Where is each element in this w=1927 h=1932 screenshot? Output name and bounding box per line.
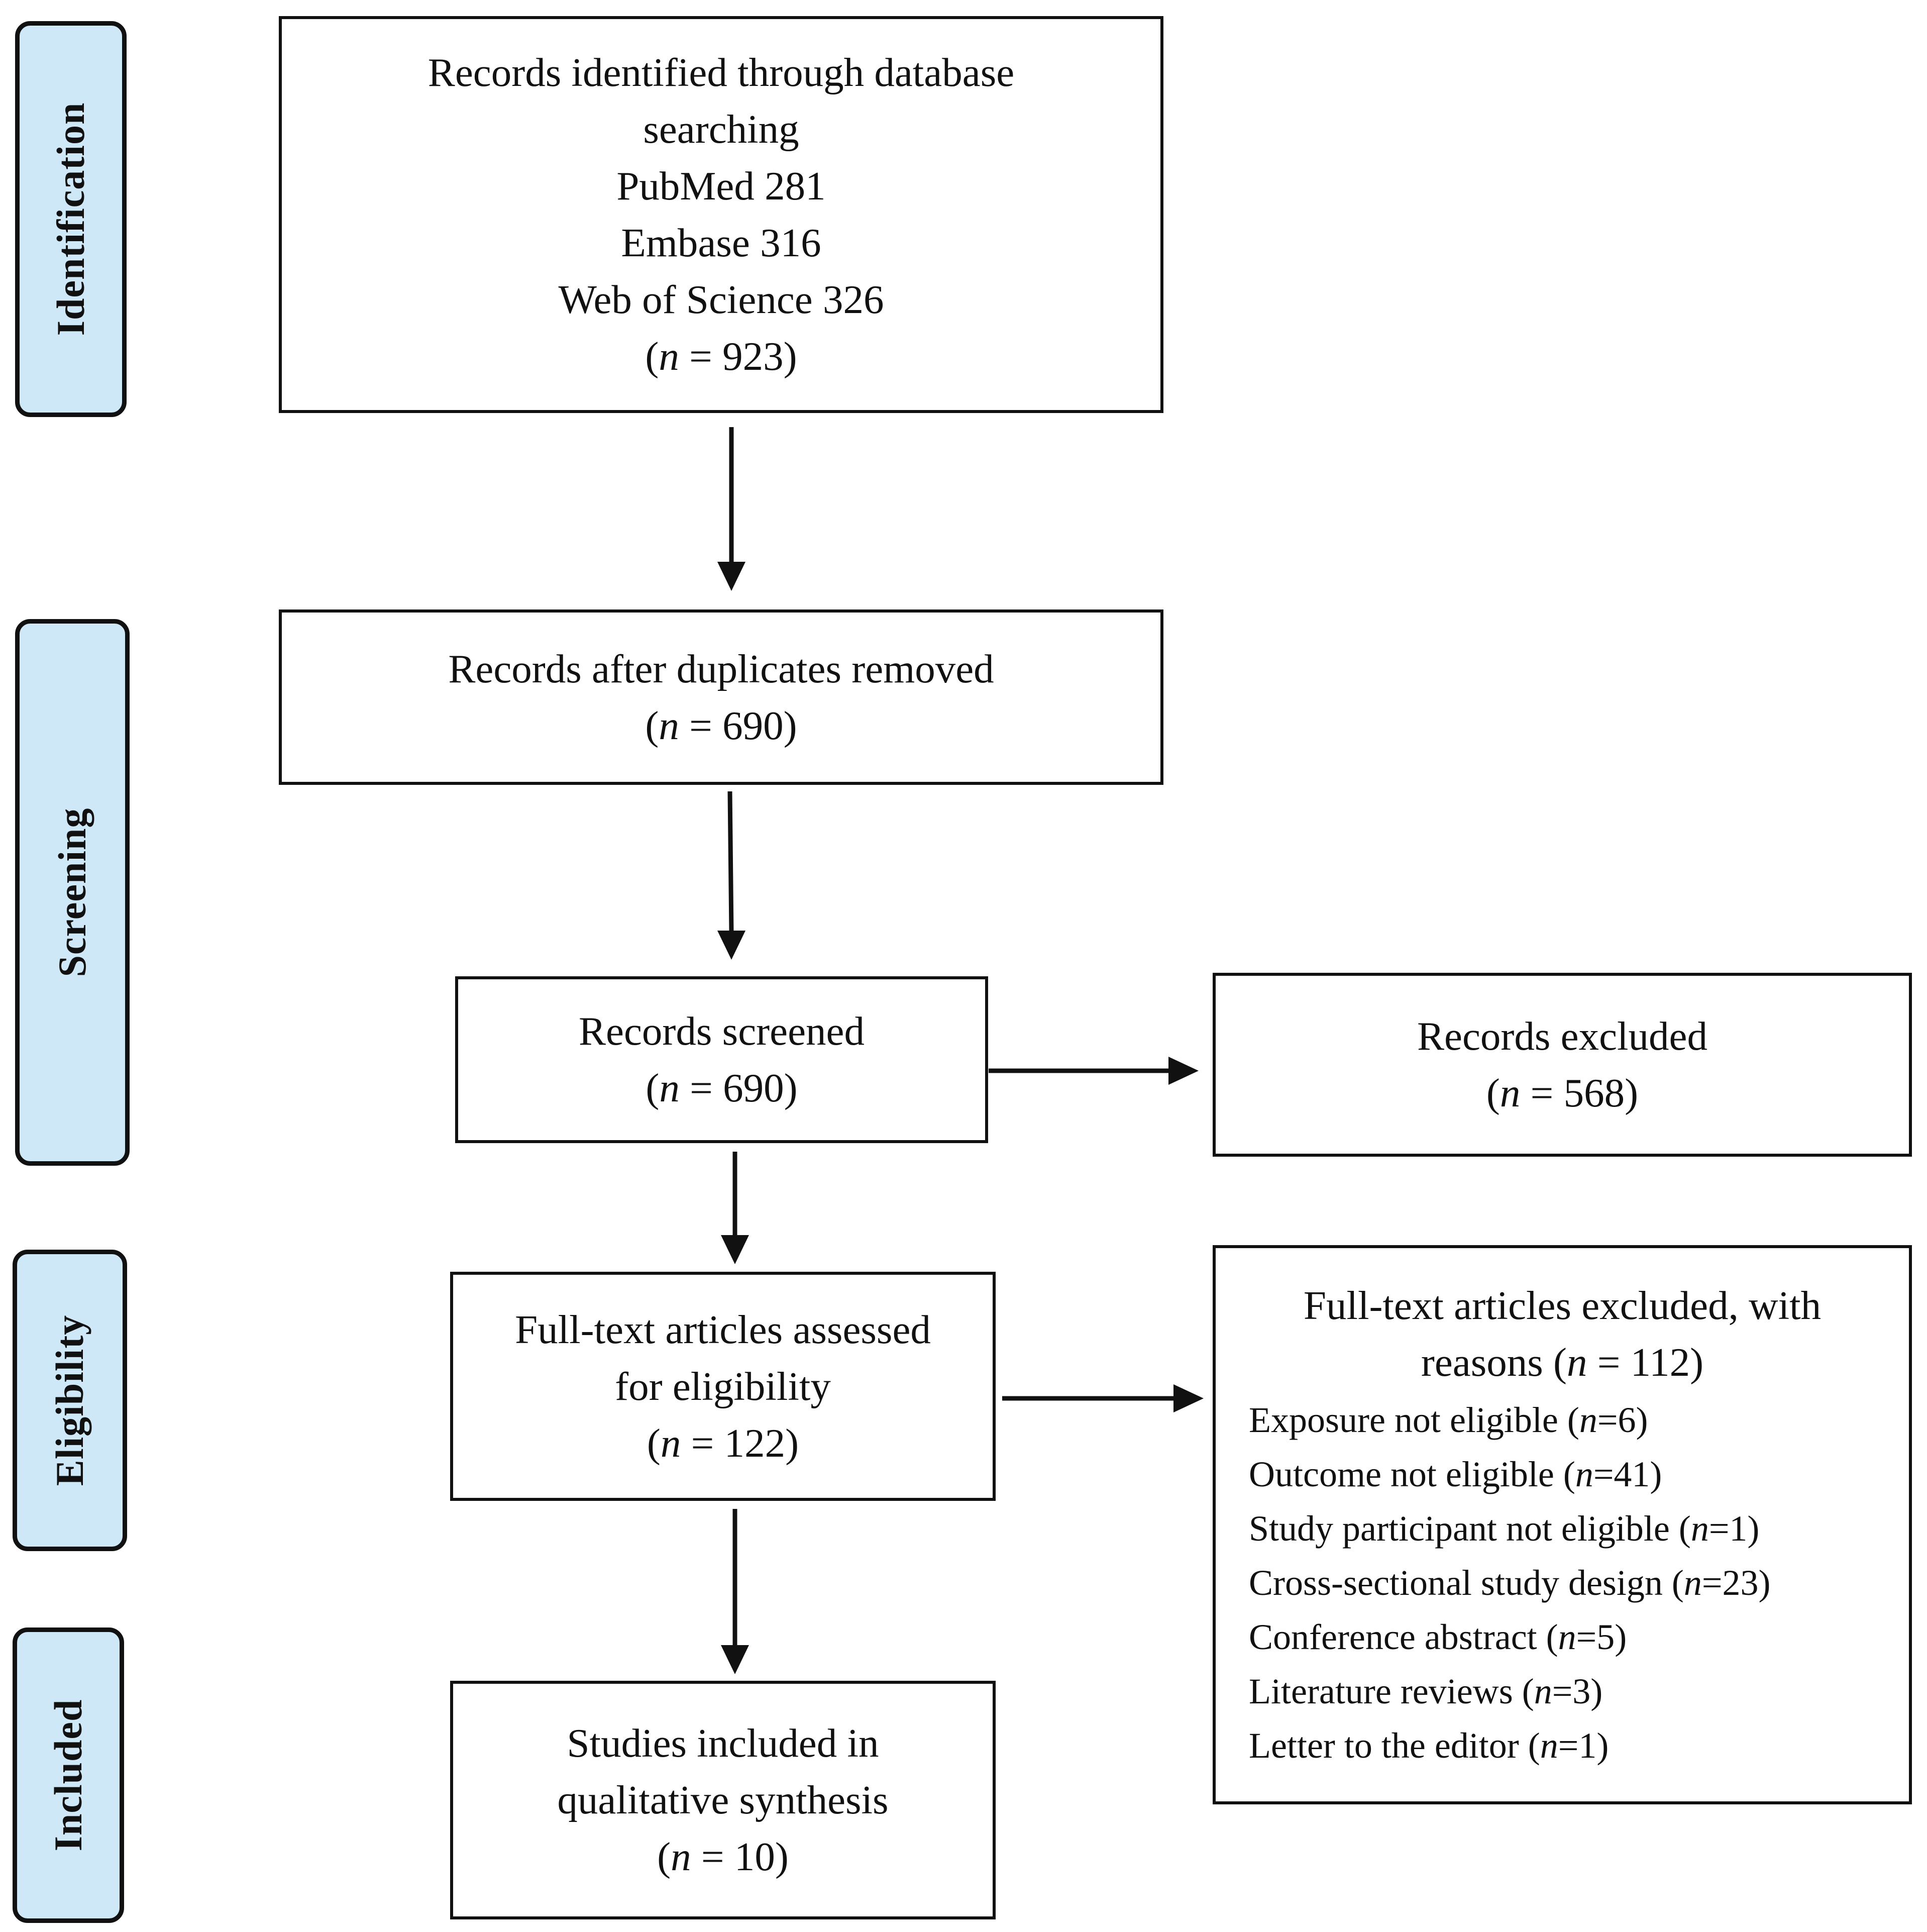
arrowhead-screened-to-excluded	[1168, 1057, 1199, 1085]
identified-embase: Embase 316	[621, 220, 821, 265]
fulltext-assessed-line-2: for eligibility	[615, 1363, 831, 1409]
fulltext-excluded-line-1: Full-text articles excluded, with	[1303, 1282, 1822, 1328]
reason-item: Exposure not eligible (n=6)	[1249, 1399, 1648, 1440]
arrow-duplicates-to-screened	[727, 791, 734, 933]
fulltext-assessed-line-1: Full-text articles assessed	[515, 1306, 931, 1352]
phase-identification: Identification	[15, 21, 127, 417]
phase-included-label: Included	[46, 1699, 90, 1852]
arrowhead-fulltext-to-excluded	[1173, 1384, 1204, 1412]
included-line-2: qualitative synthesis	[557, 1777, 889, 1822]
box-records-screened: Records screened (n = 690)	[455, 976, 988, 1143]
identified-count: (n = 923)	[645, 334, 797, 379]
excluded-count: (n = 568)	[1486, 1070, 1639, 1115]
phase-eligibility-label: Eligibility	[48, 1314, 91, 1486]
screened-label: Records screened	[579, 1008, 865, 1054]
box-fulltext-excluded: Full-text articles excluded, with reason…	[1213, 1245, 1912, 1804]
fulltext-assessed-count: (n = 122)	[647, 1420, 799, 1466]
box-studies-included: Studies included in qualitative synthesi…	[450, 1681, 996, 1919]
reason-item: Cross-sectional study design (n=23)	[1249, 1562, 1771, 1603]
identified-web-of-science: Web of Science 326	[558, 277, 884, 322]
box-after-duplicates: Records after duplicates removed (n = 69…	[279, 609, 1163, 785]
exclusion-reasons-list: Exposure not eligible (n=6) Outcome not …	[1216, 1393, 1909, 1773]
phase-identification-label: Identification	[49, 102, 92, 336]
phase-included: Included	[13, 1628, 124, 1923]
identified-line-1: Records identified through database	[427, 50, 1015, 95]
identified-line-2: searching	[643, 107, 799, 152]
reason-item: Letter to the editor (n=1)	[1249, 1725, 1609, 1766]
screened-count: (n = 690)	[646, 1065, 798, 1110]
box-records-identified: Records identified through database sear…	[279, 16, 1163, 413]
excluded-label: Records excluded	[1417, 1013, 1708, 1059]
arrowhead-duplicates-to-screened	[717, 931, 745, 960]
arrowhead-screened-to-fulltext	[721, 1235, 749, 1264]
fulltext-excluded-line-2: reasons (n = 112)	[1421, 1339, 1704, 1385]
phase-eligibility: Eligibility	[13, 1250, 127, 1551]
arrowhead-identified-to-duplicates	[717, 562, 745, 591]
phase-screening-label: Screening	[50, 807, 94, 977]
reason-item: Study participant not eligible (n=1)	[1249, 1508, 1760, 1549]
arrowhead-fulltext-to-included	[721, 1645, 749, 1674]
reason-item: Conference abstract (n=5)	[1249, 1616, 1627, 1657]
reason-item: Literature reviews (n=3)	[1249, 1671, 1603, 1711]
after-duplicates-count: (n = 690)	[645, 702, 797, 748]
included-count: (n = 10)	[657, 1834, 789, 1879]
box-fulltext-assessed: Full-text articles assessed for eligibil…	[450, 1272, 996, 1501]
reason-item: Outcome not eligible (n=41)	[1249, 1454, 1662, 1494]
box-records-excluded: Records excluded (n = 568)	[1213, 973, 1912, 1157]
after-duplicates-label: Records after duplicates removed	[448, 646, 994, 691]
phase-screening: Screening	[15, 619, 130, 1166]
included-line-1: Studies included in	[567, 1720, 879, 1766]
identified-pubmed: PubMed 281	[616, 163, 826, 209]
